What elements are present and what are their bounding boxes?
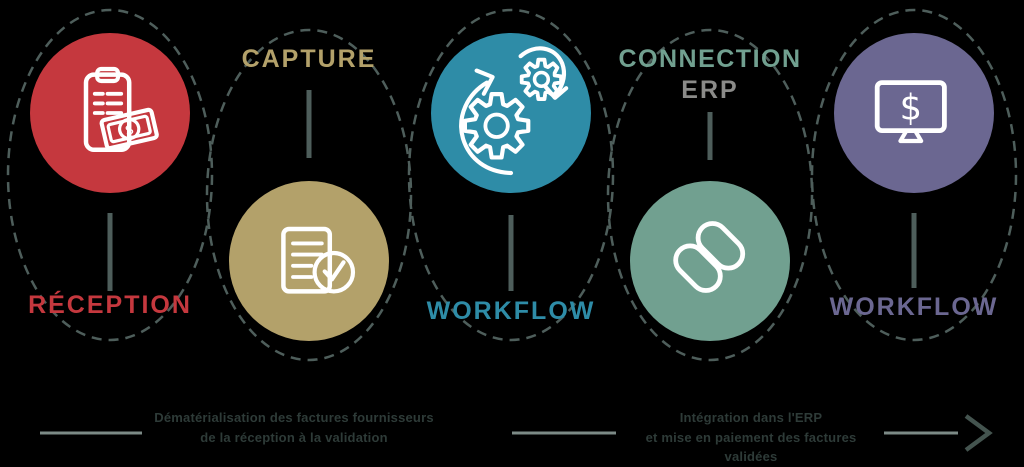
step-circle-capture: [229, 181, 389, 341]
gears-icon: [459, 46, 569, 176]
step-label-capture: CAPTURE: [241, 45, 377, 73]
dashed-ellipse-step5: [810, 8, 1018, 342]
svg-text:$: $: [123, 122, 136, 140]
step-circle-workflow-2: $: [834, 33, 994, 193]
timeline-note-right: Intégration dans l'ERP et mise en paieme…: [620, 408, 882, 467]
timeline-note-right-line2: et mise en paiement des factures validée…: [645, 429, 857, 465]
step-circle-reception: $: [30, 33, 190, 193]
document-check-icon: [281, 226, 356, 294]
step-label-connection: CONNECTION: [618, 45, 802, 73]
step-label-workflow-2: WORKFLOW: [829, 293, 999, 321]
link-icon: [673, 221, 746, 293]
timeline-note-left-line2: de la réception à la validation: [200, 429, 388, 445]
step-label-reception: RÉCEPTION: [28, 291, 192, 319]
dashed-ellipse-step3: [407, 8, 615, 342]
dashed-ellipse-step4: [606, 28, 814, 362]
timeline-note-right-line1: Intégration dans l'ERP: [679, 410, 823, 425]
timeline-arrow-icon: [964, 414, 993, 452]
timeline-note-left-line1: Dématérialisation des factures fournisse…: [154, 410, 434, 425]
step-label-workflow: WORKFLOW: [426, 297, 596, 325]
monitor-dollar-icon: $: [874, 80, 947, 144]
step-circle-workflow: [431, 33, 591, 193]
dashed-ellipse-step2: [205, 28, 413, 362]
invoice-money-icon: $: [83, 66, 159, 153]
step-circle-connection-erp: [630, 181, 790, 341]
svg-text:$: $: [900, 87, 922, 128]
step-label-erp: ERP: [681, 76, 739, 104]
timeline-note-left: Dématérialisation des factures fournisse…: [148, 408, 440, 447]
dashed-ellipse-step1: [6, 8, 214, 342]
